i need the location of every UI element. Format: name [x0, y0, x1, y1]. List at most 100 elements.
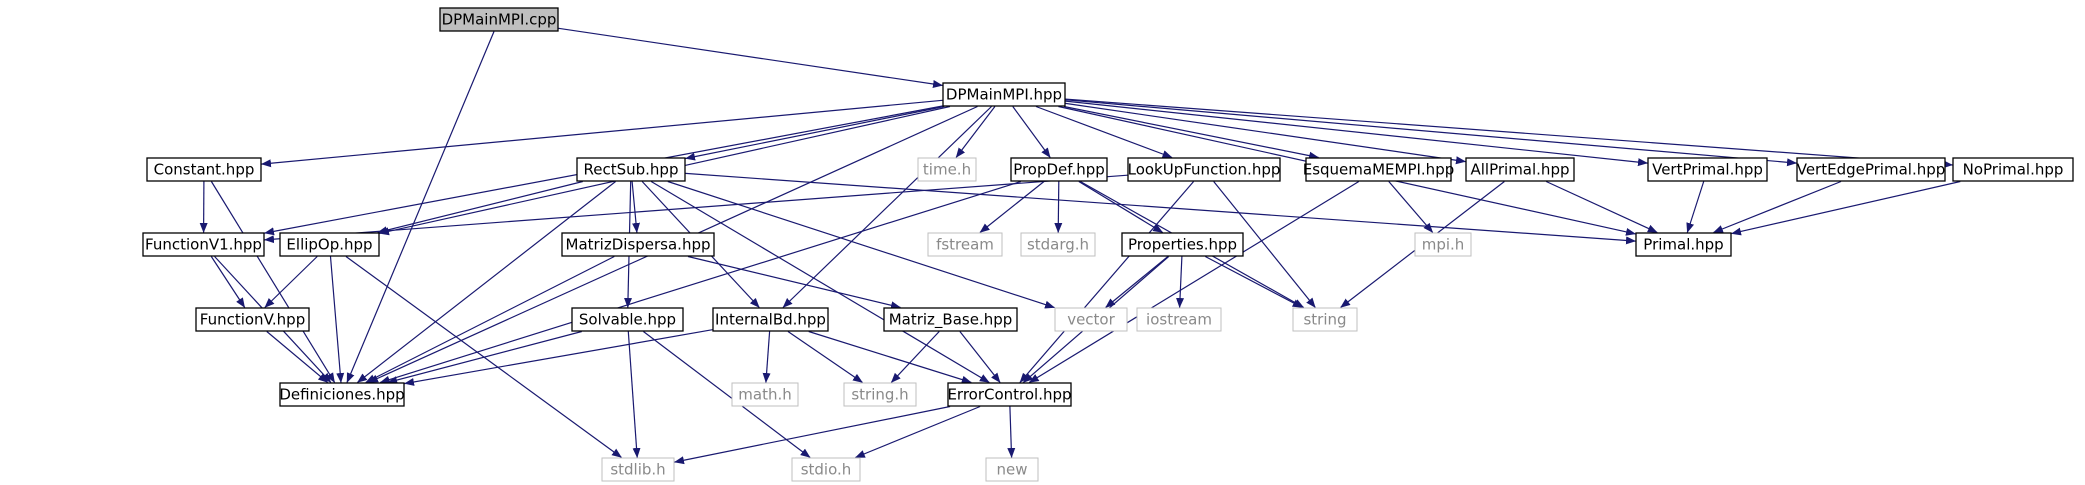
- edge-propdef-to-definiciones: [379, 180, 1021, 384]
- node-dpmainmpi_cpp[interactable]: DPMainMPI.cpp: [439, 7, 559, 32]
- node-label-matrizdispersa: MatrizDispersa.hpp: [566, 236, 711, 254]
- node-rectsub[interactable]: RectSub.hpp: [576, 157, 686, 182]
- edge-internalbd-to-string_h: [787, 331, 863, 383]
- node-errorcontrol[interactable]: ErrorControl.hpp: [947, 382, 1072, 407]
- node-propdef[interactable]: PropDef.hpp: [1010, 157, 1108, 182]
- node-matrizdispersa[interactable]: MatrizDispersa.hpp: [561, 232, 715, 257]
- node-label-allprimal: AllPrimal.hpp: [1470, 161, 1569, 179]
- node-box-stdio_h: [791, 457, 861, 482]
- edge-matrizbase-to-errorcontrol: [959, 331, 1001, 383]
- node-solvable[interactable]: Solvable.hpp: [571, 307, 684, 332]
- edge-functionv1-to-functionv: [210, 256, 246, 308]
- node-functionv[interactable]: FunctionV.hpp: [195, 307, 310, 332]
- node-dpmainmpi_hpp[interactable]: DPMainMPI.hpp: [942, 82, 1066, 107]
- node-box-propdef: [1010, 157, 1108, 182]
- edge-internalbd-to-errorcontrol: [808, 330, 972, 384]
- node-constant[interactable]: Constant.hpp: [146, 157, 262, 182]
- node-label-stdarg: stdarg.h: [1027, 236, 1089, 254]
- node-label-internalbd: InternalBd.hpp: [715, 311, 826, 329]
- node-box-dpmainmpi_cpp: [439, 7, 559, 32]
- node-stdio_h: stdio.h: [791, 457, 861, 482]
- edge-allprimal-to-primal: [1545, 180, 1658, 234]
- edge-propdef-to-properties: [1078, 180, 1164, 234]
- node-mpi_h: mpi.h: [1414, 232, 1472, 257]
- node-box-constant: [146, 157, 262, 182]
- node-label-functionv: FunctionV.hpp: [200, 311, 305, 329]
- node-ellipop[interactable]: EllipOp.hpp: [279, 232, 380, 257]
- edge-lookup-to-errorcontrol: [1019, 181, 1195, 383]
- node-box-functionv1: [142, 232, 265, 257]
- node-box-iostream: [1136, 307, 1222, 332]
- edge-dpmainmpi_hpp-to-allprimal: [1065, 102, 1466, 165]
- node-label-lookup: LookUpFunction.hpp: [1128, 161, 1281, 179]
- edge-rectsub-to-definiciones: [357, 181, 616, 383]
- node-box-lookup: [1127, 157, 1281, 182]
- node-box-stdarg: [1020, 232, 1096, 257]
- edge-propdef-to-stdarg: [1054, 181, 1063, 233]
- node-allprimal[interactable]: AllPrimal.hpp: [1465, 157, 1575, 182]
- node-properties[interactable]: Properties.hpp: [1121, 232, 1244, 257]
- node-label-stdlib_h: stdlib.h: [610, 461, 665, 479]
- node-box-matrizbase: [883, 307, 1018, 332]
- node-box-dpmainmpi_hpp: [942, 82, 1066, 107]
- node-primal[interactable]: Primal.hpp: [1635, 232, 1732, 257]
- node-internalbd[interactable]: InternalBd.hpp: [712, 307, 829, 332]
- edge-dpmainmpi_cpp-to-dpmainmpi_hpp: [558, 27, 943, 88]
- edge-dpmainmpi_cpp-to-definiciones: [346, 31, 495, 383]
- edge-functionv-to-definiciones: [266, 331, 329, 383]
- node-vertprimal[interactable]: VertPrimal.hpp: [1647, 157, 1768, 182]
- edge-vertedge-to-primal: [1713, 180, 1842, 234]
- edge-dpmainmpi_hpp-to-esquema: [1063, 105, 1320, 160]
- node-esquema[interactable]: EsquemaMEMPI.hpp: [1303, 157, 1455, 182]
- node-functionv1[interactable]: FunctionV1.hpp: [142, 232, 265, 257]
- node-box-vertedge: [1796, 157, 1946, 182]
- node-label-time_h: time.h: [923, 161, 971, 179]
- edge-dpmainmpi_hpp-to-time_h: [955, 106, 996, 158]
- node-definiciones[interactable]: Definiciones.hpp: [279, 382, 405, 407]
- node-label-stdio_h: stdio.h: [801, 461, 852, 479]
- node-iostream: iostream: [1136, 307, 1222, 332]
- node-vector: vector: [1054, 307, 1128, 332]
- node-label-fstream: fstream: [936, 236, 994, 254]
- node-stdarg: stdarg.h: [1020, 232, 1096, 257]
- edge-noprimal-to-primal: [1731, 180, 1961, 236]
- node-box-noprimal: [1952, 157, 2074, 182]
- node-label-vertprimal: VertPrimal.hpp: [1652, 161, 1763, 179]
- edge-dpmainmpi_hpp-to-rectsub: [685, 105, 945, 161]
- edge-rectsub-to-ellipop: [377, 180, 583, 235]
- edge-solvable-to-definiciones: [387, 330, 582, 384]
- node-vertedge[interactable]: VertEdgePrimal.hpp: [1796, 157, 1946, 182]
- node-box-vector: [1054, 307, 1128, 332]
- node-box-vertprimal: [1647, 157, 1768, 182]
- node-label-ellipop: EllipOp.hpp: [286, 236, 372, 254]
- node-label-new: new: [996, 461, 1027, 479]
- node-box-fstream: [927, 232, 1003, 257]
- node-noprimal[interactable]: NoPrimal.hpp: [1952, 157, 2074, 182]
- node-matrizbase[interactable]: Matriz_Base.hpp: [883, 307, 1018, 332]
- edge-matrizbase-to-string_h: [890, 331, 940, 383]
- edge-propdef-to-fstream: [979, 181, 1045, 233]
- node-box-definiciones: [279, 382, 405, 407]
- node-lookup[interactable]: LookUpFunction.hpp: [1127, 157, 1281, 182]
- node-label-constant: Constant.hpp: [154, 161, 255, 179]
- edge-esquema-to-mpi_h: [1388, 181, 1434, 233]
- edge-dpmainmpi_hpp-to-noprimal: [1065, 98, 1953, 169]
- node-label-definiciones: Definiciones.hpp: [279, 386, 404, 404]
- edge-internalbd-to-definiciones: [404, 329, 713, 386]
- node-string_h: string.h: [843, 382, 917, 407]
- node-label-dpmainmpi_hpp: DPMainMPI.hpp: [946, 86, 1062, 104]
- node-label-errorcontrol: ErrorControl.hpp: [947, 386, 1071, 404]
- node-label-math_h: math.h: [738, 386, 791, 404]
- node-label-string_h: string.h: [851, 386, 908, 404]
- node-box-internalbd: [712, 307, 829, 332]
- node-box-matrizdispersa: [561, 232, 715, 257]
- node-label-mpi_h: mpi.h: [1422, 236, 1465, 254]
- node-box-time_h: [917, 157, 977, 182]
- node-box-string: [1292, 307, 1358, 332]
- node-box-primal: [1635, 232, 1732, 257]
- edge-solvable-to-stdio_h: [643, 331, 811, 458]
- edge-properties-to-iostream: [1176, 256, 1185, 308]
- edge-lookup-to-functionv1: [264, 174, 1128, 244]
- edge-ellipop-to-definiciones: [329, 256, 345, 383]
